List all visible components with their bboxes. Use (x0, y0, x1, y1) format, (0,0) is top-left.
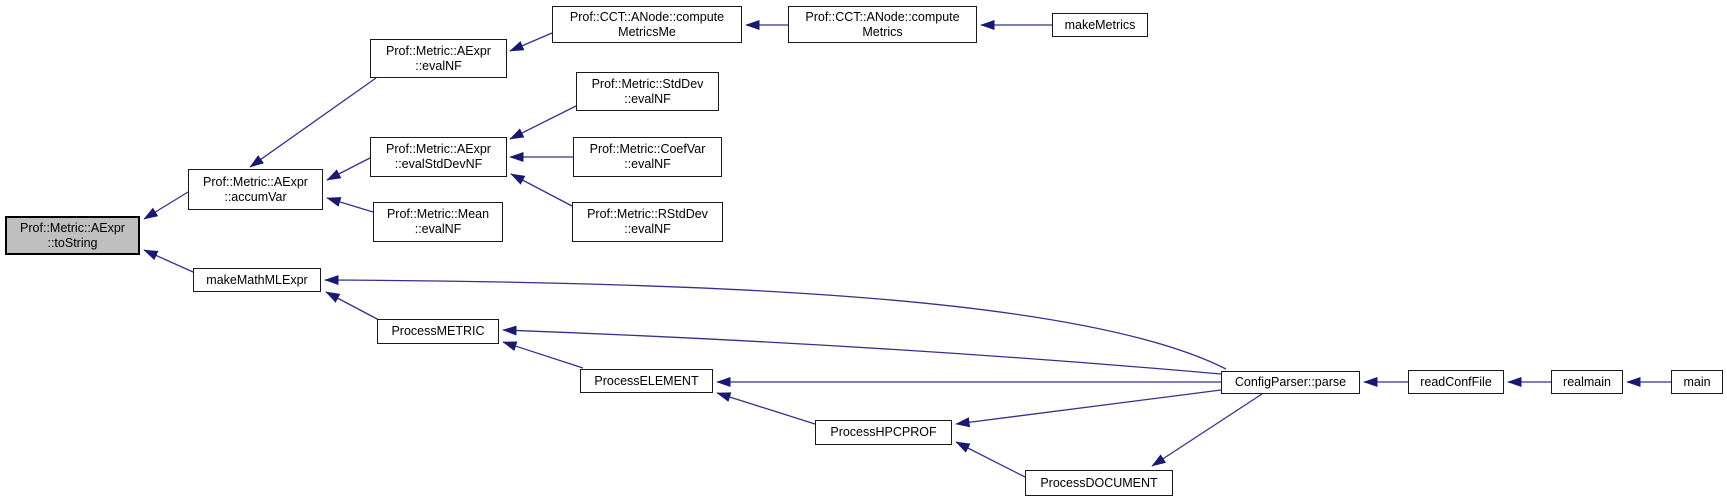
node-label: ConfigParser::parse (1234, 375, 1347, 389)
node-label: main (1683, 374, 1711, 389)
graph-node-meanEvalNF[interactable]: Prof::Metric::Mean::evalNF (373, 202, 503, 242)
node-label: Prof::Metric::AExpr (386, 43, 491, 58)
node-label: ::evalNF (624, 91, 671, 106)
graph-node-processELEMENT[interactable]: ProcessELEMENT (580, 369, 713, 393)
node-label: Prof::Metric::AExpr (203, 174, 308, 189)
edge-accumVar-to-toString (143, 191, 189, 220)
node-label: ProcessHPCPROF (830, 425, 937, 439)
node-label: Prof::Metric::Mean (386, 207, 490, 221)
node-label: makeMathMLExpr (206, 272, 308, 287)
node-label: MetricsMe (618, 24, 676, 39)
edge-meanEvalNF-to-accumVar (326, 197, 374, 213)
node-label: Prof::Metric::CoefVar (589, 142, 706, 156)
node-label: ::evalNF (624, 222, 671, 236)
node-label: Prof::Metric::RStdDev (587, 207, 708, 221)
edge-configParserParse-to-processHPCPROF (955, 389, 1222, 428)
node-label: Metrics (862, 24, 903, 39)
edge-processDOCUMENT-to-processHPCPROF (955, 441, 1026, 478)
node-label: ::evalStdDevNF (394, 157, 483, 171)
node-label: Prof::CCT::ANode::compute (569, 9, 725, 24)
node-label: ProcessMETRIC (391, 324, 485, 338)
node-label: Prof::CCT::ANode::compute (805, 9, 960, 24)
graph-node-makeMetrics[interactable]: makeMetrics (1052, 13, 1148, 37)
node-label: makeMetrics (1064, 17, 1136, 32)
node-label: realmain (1563, 374, 1611, 389)
edge-stdDevEvalNF-to-evalStdDevNF (509, 105, 577, 140)
node-label: Prof::Metric::StdDev (591, 76, 704, 91)
node-label: ProcessDOCUMENT (1040, 475, 1158, 490)
edge-makeMathMLExpr-to-toString (143, 249, 194, 273)
graph-node-coefVarEvalNF[interactable]: Prof::Metric::CoefVar::evalNF (573, 137, 722, 177)
node-label: ProcessELEMENT (594, 373, 699, 388)
node-label: Prof::Metric::AExpr (386, 142, 491, 156)
edge-processELEMENT-to-processMETRIC (502, 341, 584, 369)
edge-configParserParse-to-processDOCUMENT (1151, 393, 1263, 467)
edge-configParserParse-to-makeMathMLExpr (324, 275, 1227, 370)
graph-node-rStdDevEvalNF[interactable]: Prof::Metric::RStdDev::evalNF (572, 202, 723, 242)
edge-processHPCPROF-to-processELEMENT (716, 392, 816, 425)
graph-node-stdDevEvalNF[interactable]: Prof::Metric::StdDev::evalNF (576, 72, 719, 111)
graph-node-main[interactable]: main (1671, 370, 1723, 394)
edge-evalStdDevNF-to-accumVar (326, 157, 371, 181)
graph-node-configParserParse[interactable]: ConfigParser::parse (1221, 371, 1360, 394)
graph-node-processHPCPROF[interactable]: ProcessHPCPROF (815, 420, 952, 445)
graph-node-evalNF[interactable]: Prof::Metric::AExpr::evalNF (370, 39, 507, 78)
edge-evalNF-to-accumVar (249, 77, 377, 168)
graph-node-processDOCUMENT[interactable]: ProcessDOCUMENT (1025, 470, 1173, 496)
node-label: readConfFile (1420, 374, 1492, 389)
edge-configParserParse-to-processMETRIC (502, 325, 1222, 375)
graph-node-makeMathMLExpr[interactable]: makeMathMLExpr (193, 268, 321, 292)
edge-processMETRIC-to-makeMathMLExpr (325, 291, 380, 321)
node-label: ::evalNF (414, 222, 462, 236)
edge-rStdDevEvalNF-to-evalStdDevNF (510, 173, 573, 207)
graph-node-evalStdDevNF[interactable]: Prof::Metric::AExpr::evalStdDevNF (370, 137, 507, 177)
node-label: Prof::Metric::AExpr (20, 220, 125, 235)
graph-node-toString: Prof::Metric::AExpr::toString (5, 216, 140, 255)
graph-node-readConfFile[interactable]: readConfFile (1408, 370, 1504, 394)
graph-node-accumVar[interactable]: Prof::Metric::AExpr::accumVar (188, 169, 323, 210)
node-label: ::accumVar (224, 189, 287, 204)
graph-node-realmain[interactable]: realmain (1551, 370, 1623, 394)
node-label: ::evalNF (624, 157, 671, 171)
node-label: ::evalNF (415, 58, 462, 73)
edge-computeMetricsMe-to-evalNF (509, 32, 553, 52)
node-label: ::toString (47, 235, 98, 250)
graph-node-processMETRIC[interactable]: ProcessMETRIC (377, 319, 499, 344)
